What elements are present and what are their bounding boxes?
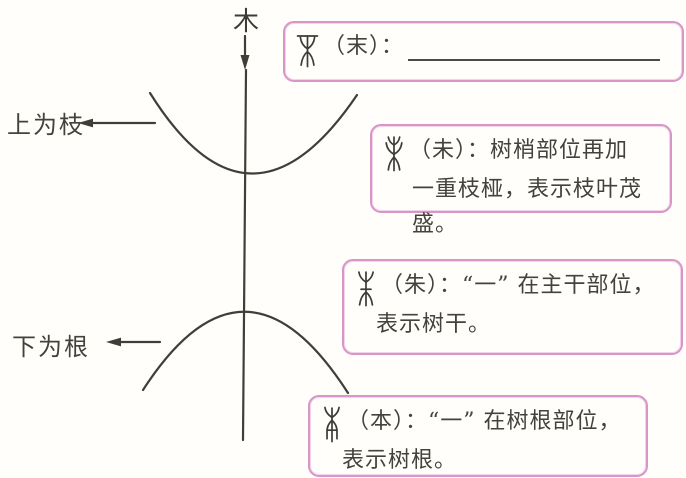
note-box-mo: （末）： [283,21,684,82]
root-label: 下为根 [12,333,90,361]
branches-arc [148,91,359,175]
roots-arc [141,310,350,395]
tree-trunk-line [241,68,248,442]
note-box-zhu: （朱）： “一” 在主干部位， 表示树干。 [342,259,683,355]
seal-script-mo-icon [296,35,319,68]
box-wei-text-2: 一重枝桠，表示枝叶茂盛。 [412,177,643,237]
box-ben-text-1: “一” 在树根部位， [428,409,622,434]
root-arrowhead [106,337,121,347]
seal-script-ben-icon [324,406,340,443]
branch-label: 上为枝 [7,111,85,139]
tree-character-label: 木 [232,7,259,37]
box-zhu-text-2: 表示树干。 [376,312,492,337]
box-ben-text-2: 表示树根。 [342,448,458,473]
box-zhu-text-1: “一” 在主干部位， [462,273,656,298]
note-box-wei: （未）： 树梢部位再加 一重枝桠，表示枝叶茂盛。 [370,124,672,237]
box-mo-head: （末）： [323,34,405,59]
note-box-ben: （本）： “一” 在树根部位， 表示树根。 [308,395,648,477]
seal-script-wei-icon [385,136,403,172]
box-wei-text-1: 树梢部位再加 [490,138,629,163]
branch-arrowhead [78,118,93,128]
down-arrowhead [240,55,250,70]
box-wei-head: （未）： [409,138,491,163]
answer-blank [408,59,660,61]
box-zhu-head: （朱）： [381,273,463,298]
box-ben-head: （本）： [347,409,429,434]
seal-script-zhu-icon [358,271,374,307]
